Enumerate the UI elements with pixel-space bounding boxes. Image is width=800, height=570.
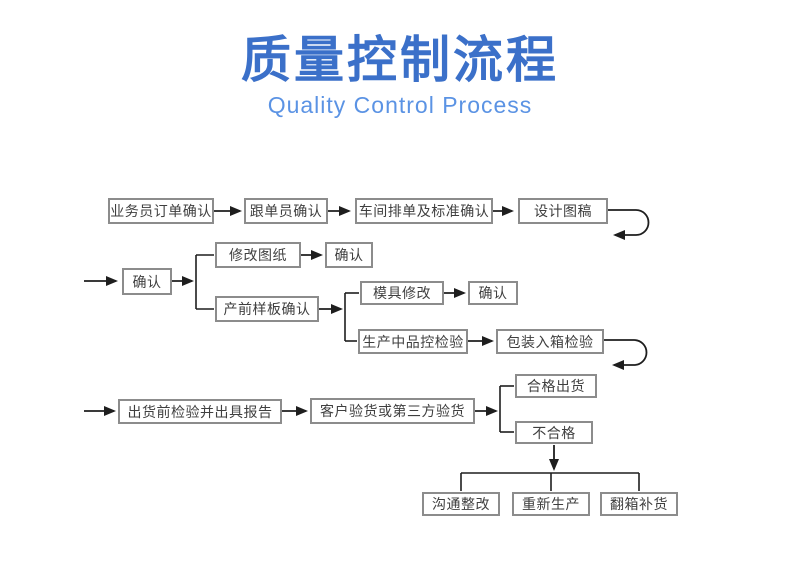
node-salesman-order-confirm: 业务员订单确认 [108, 198, 214, 224]
node-communicate-rectify: 沟通整改 [422, 492, 500, 516]
node-design-draft: 设计图稿 [518, 198, 608, 224]
node-pre-shipment-report: 出货前检验并出具报告 [118, 399, 282, 424]
node-packing-carton-inspection: 包装入箱检验 [496, 329, 604, 354]
node-confirm-1: 确认 [122, 268, 172, 295]
node-in-production-qc: 生产中品控检验 [358, 329, 468, 354]
node-customer-third-party: 客户验货或第三方验货 [310, 398, 475, 424]
node-mold-modification: 模具修改 [360, 281, 444, 305]
node-re-pack-replenish: 翻箱补货 [600, 492, 678, 516]
node-workshop-schedule-confirm: 车间排单及标准确认 [355, 198, 493, 224]
page-title: 质量控制流程 [241, 32, 559, 88]
node-re-produce: 重新生产 [512, 492, 590, 516]
node-unqualified: 不合格 [515, 421, 593, 444]
node-confirm-3: 确认 [468, 281, 518, 305]
node-preproduction-sample: 产前样板确认 [215, 296, 319, 322]
node-confirm-2: 确认 [325, 242, 373, 268]
node-revise-drawing: 修改图纸 [215, 242, 301, 268]
node-merchandiser-confirm: 跟单员确认 [244, 198, 328, 224]
page-subtitle: Quality Control Process [267, 92, 533, 118]
node-qualified-ship: 合格出货 [515, 374, 597, 398]
